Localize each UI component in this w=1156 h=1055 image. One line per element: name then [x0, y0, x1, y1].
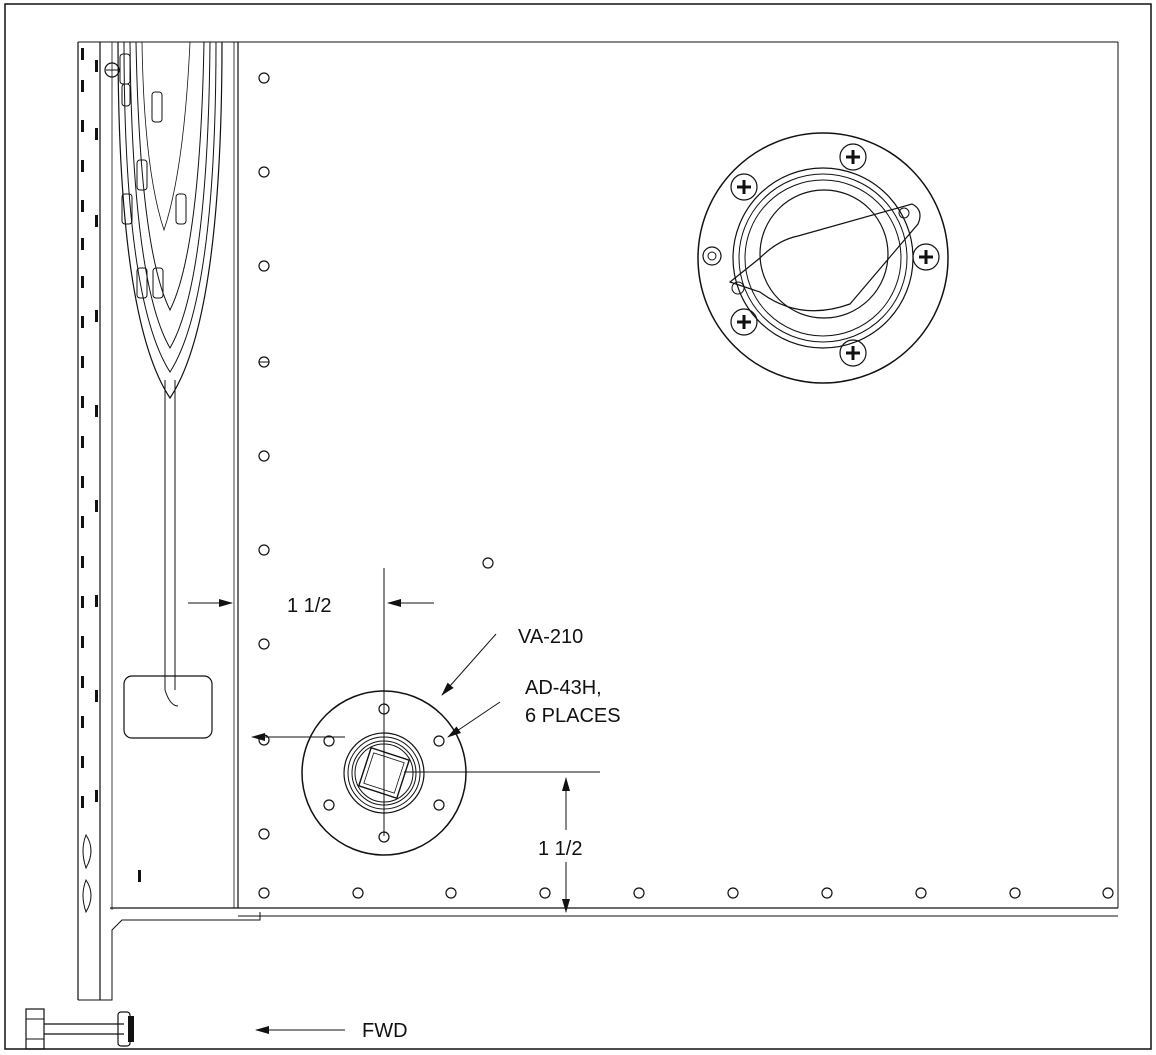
skin-rivet-holes: [258, 72, 1114, 899]
tank-skin: [110, 41, 1119, 917]
callout-va-210: VA-210: [518, 626, 583, 648]
rib-rivets: [81, 48, 141, 882]
forward-direction-arrow: FWD: [255, 1020, 408, 1042]
tank-rib: [77, 41, 261, 1001]
rib-nutplates: [82, 833, 92, 914]
bolt-assembly: [25, 1008, 134, 1050]
forward-label: FWD: [362, 1020, 408, 1042]
dimension-label-bottom: 1 1/2: [538, 838, 582, 860]
dimension-lines: [188, 568, 600, 913]
fuel-cap-screws: [730, 143, 940, 367]
sender-float: [123, 675, 213, 739]
drawing-border: [4, 3, 1152, 1050]
fuel-sender-flange: [117, 41, 223, 690]
fuel-cap-assembly: [697, 132, 949, 384]
sender-screws: [104, 53, 187, 299]
callout-6-places: 6 PLACES: [525, 705, 621, 727]
dimension-label-left: 1 1/2: [287, 595, 331, 617]
callout-ad-43h: AD-43H,: [525, 677, 602, 699]
